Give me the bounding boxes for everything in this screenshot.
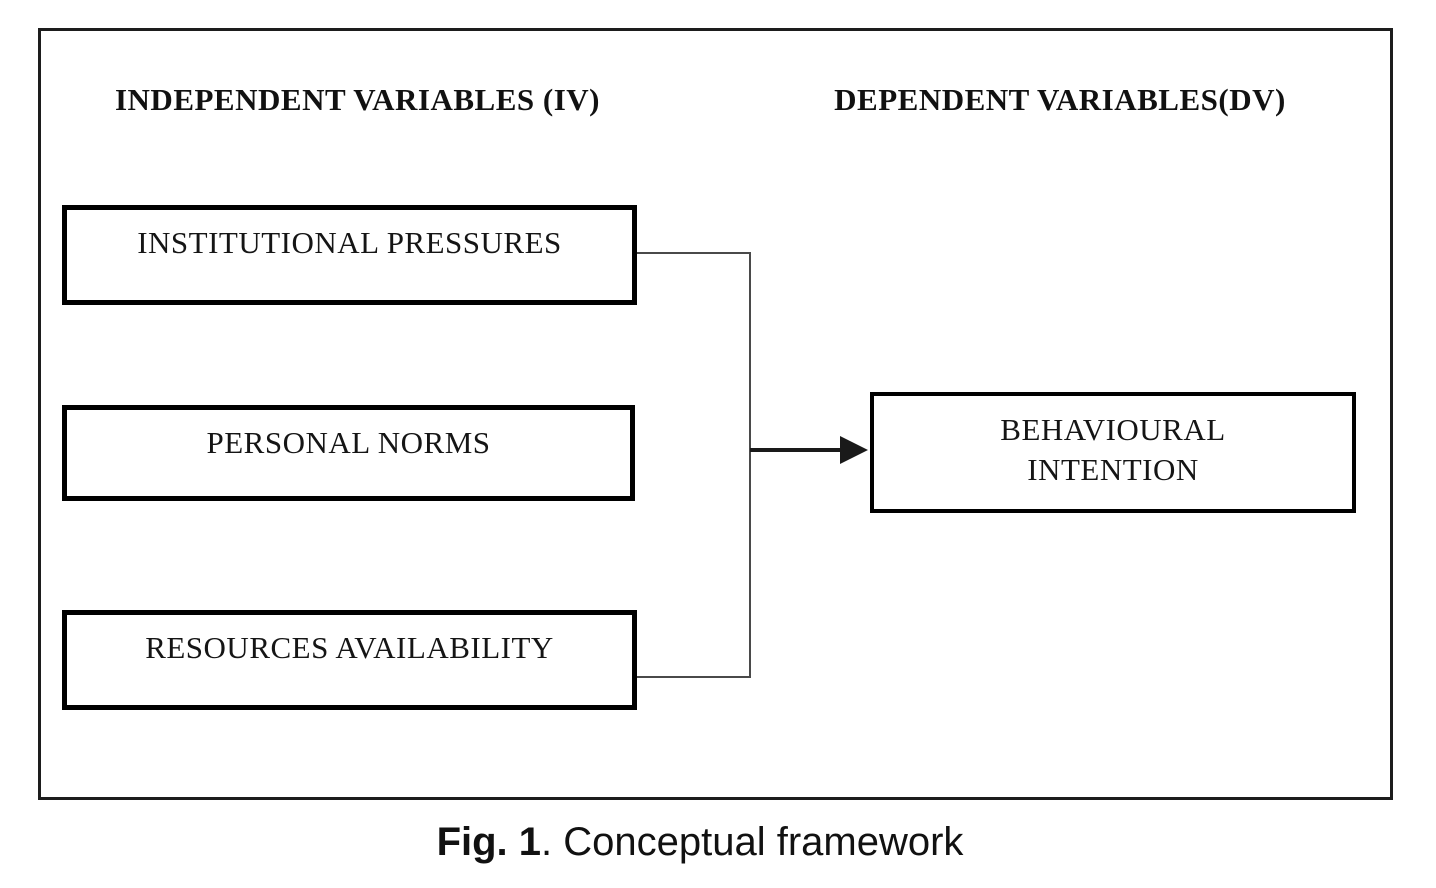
institutional-pressures-box: INSTITUTIONAL PRESSURES (62, 205, 637, 305)
behavioural-intention-box: BEHAVIOURAL INTENTION (870, 392, 1356, 513)
independent-variables-header: INDEPENDENT VARIABLES (IV) (114, 82, 600, 117)
personal-norms-box: PERSONAL NORMS (62, 405, 635, 501)
behavioural-intention-line1: BEHAVIOURAL (1000, 412, 1226, 447)
figure-caption-text: . Conceptual framework (541, 820, 964, 864)
resources-availability-box: RESOURCES AVAILABILITY (62, 610, 637, 710)
figure-caption-label: Fig. 1 (436, 820, 542, 864)
dependent-variables-header: DEPENDENT VARIABLES(DV) (834, 82, 1286, 117)
behavioural-intention-line2: INTENTION (1027, 452, 1199, 487)
figure-caption: Fig. 1. Conceptual framework (0, 820, 1400, 865)
